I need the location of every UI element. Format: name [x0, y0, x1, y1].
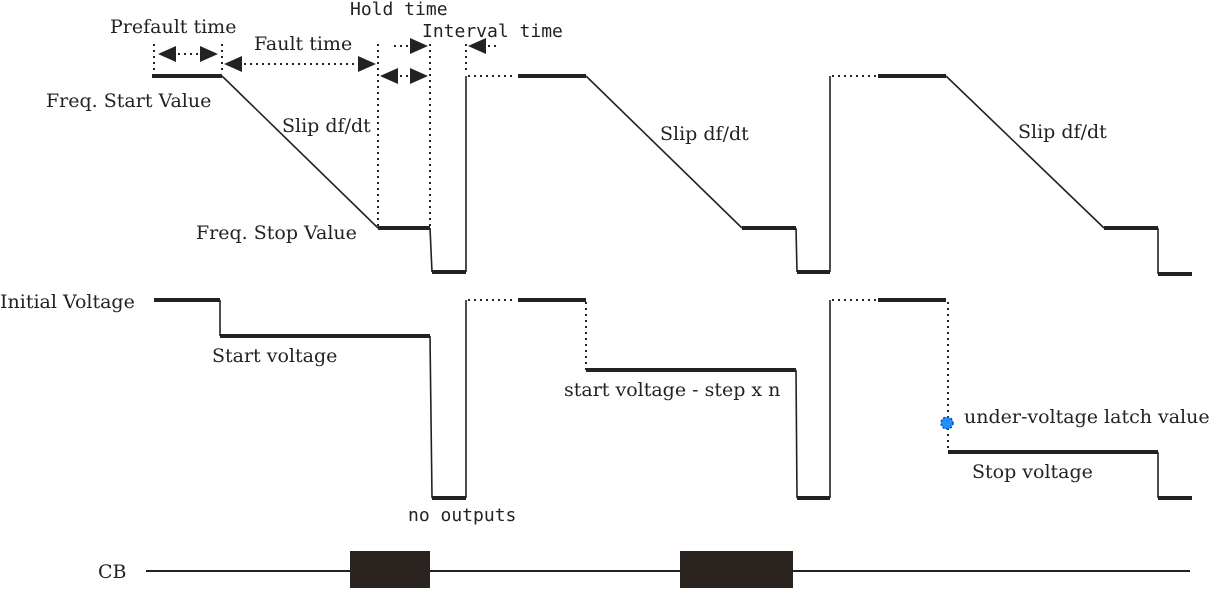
slip-label-1: Slip df/dt: [282, 115, 371, 137]
freq-slip-ramp-1: [221, 75, 379, 229]
stop-voltage-label: Stop voltage: [972, 461, 1093, 483]
hold-arrow-right: [410, 68, 428, 84]
cb-signal: CB: [98, 551, 1190, 588]
fault-arrow-left: [224, 56, 242, 72]
freq-drop-1: [429, 227, 433, 273]
cb-pulse-2: [680, 551, 793, 588]
prefault-arrow-left: [158, 46, 176, 62]
freq-slip-ramp-3: [945, 75, 1105, 229]
no-outputs-label: no outputs: [408, 505, 516, 526]
interval-time-label: Interval time: [422, 21, 563, 42]
interval-arrow: [468, 38, 486, 54]
start-voltage-step-label: start voltage - step x n: [564, 379, 780, 401]
hold-top-arrow: [410, 38, 428, 54]
volt-drop-2: [795, 369, 798, 499]
hold-time-label: Hold time: [350, 0, 448, 20]
voltage-waveform: Initial Voltage Start voltage start volt…: [0, 291, 1210, 526]
freq-drop-2: [795, 227, 798, 273]
cb-label: CB: [98, 561, 127, 583]
freq-stop-value-label: Freq. Stop Value: [196, 222, 357, 244]
timing-annotations: Prefault time Fault time Hold time Inter…: [110, 0, 563, 228]
prefault-time-label: Prefault time: [110, 16, 236, 38]
under-voltage-latch-label: under-voltage latch value: [964, 406, 1210, 428]
hold-arrow-left: [380, 68, 398, 84]
freq-slip-ramp-2: [585, 75, 743, 229]
initial-voltage-label: Initial Voltage: [0, 291, 135, 313]
fault-arrow-right: [358, 56, 376, 72]
slip-label-3: Slip df/dt: [1018, 121, 1107, 143]
prefault-arrow-right: [200, 46, 218, 62]
start-voltage-label: Start voltage: [212, 345, 337, 367]
frequency-waveform: Freq. Start Value Freq. Stop Value Slip …: [46, 74, 1192, 276]
freq-start-value-label: Freq. Start Value: [46, 90, 211, 112]
under-voltage-latch-marker: [940, 416, 954, 430]
slip-label-2: Slip df/dt: [660, 123, 749, 145]
cb-pulse-1: [350, 551, 430, 588]
fault-time-label: Fault time: [254, 33, 352, 55]
volt-drop-1: [429, 335, 433, 499]
